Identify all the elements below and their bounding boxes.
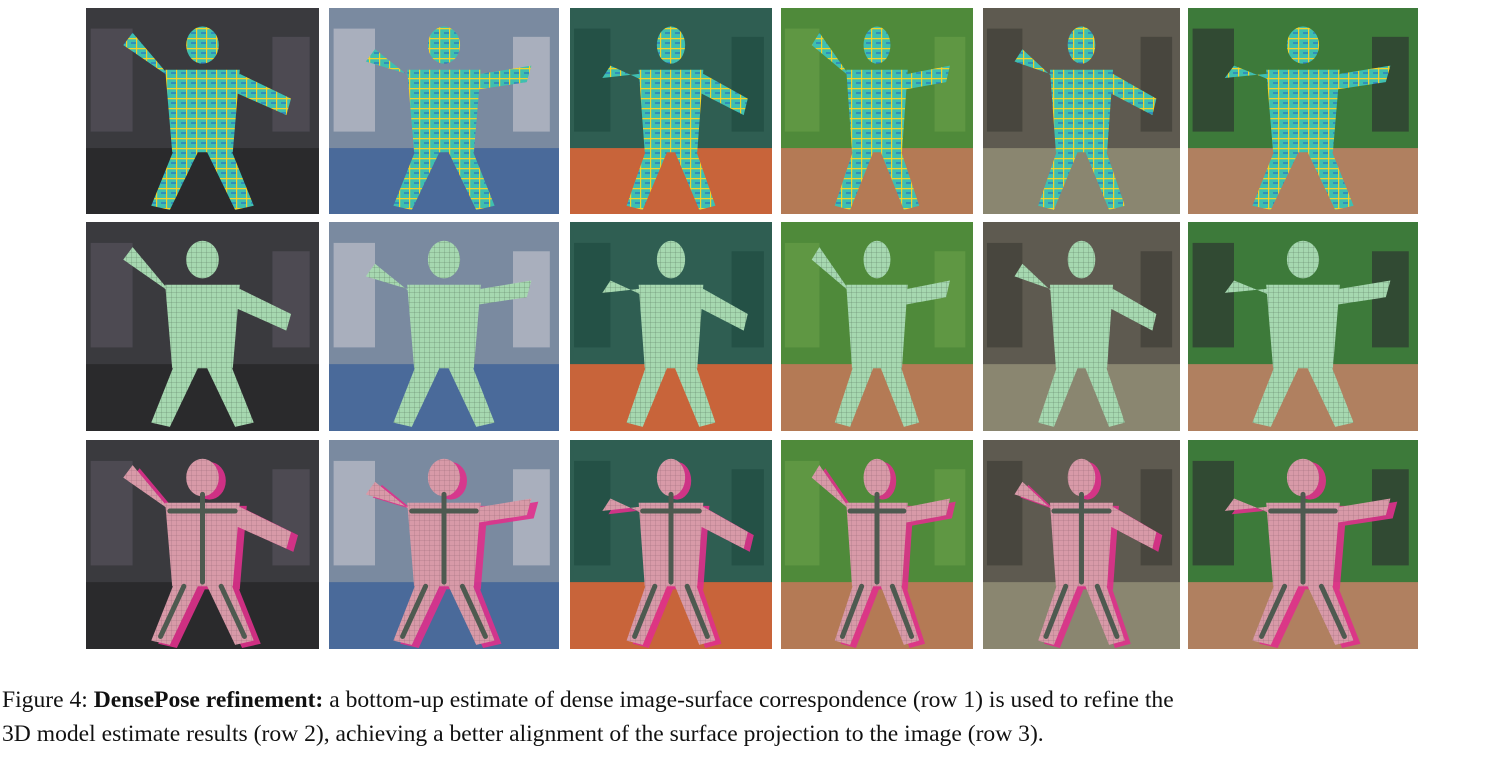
- figure-panel-r1-c5: [983, 8, 1180, 214]
- figure-panel-r3-c5: [983, 440, 1180, 649]
- figure-panel-r2-c2: [329, 222, 559, 431]
- figure-panel-r1-c3: [570, 8, 772, 214]
- caption-line-1-text: a bottom-up estimate of dense image-surf…: [323, 687, 1174, 713]
- figure-panel-r1-c4: [781, 8, 973, 214]
- figure-panel-r2-c5: [983, 222, 1180, 431]
- caption-prefix: Figure 4:: [2, 687, 94, 713]
- caption-line-2: 3D model estimate results (row 2), achie…: [2, 721, 1044, 747]
- figure-panel-r3-c4: [781, 440, 973, 649]
- figure-panel-r2-c3: [570, 222, 772, 431]
- figure-panel-r2-c1: [86, 222, 319, 431]
- figure-panel-r2-c4: [781, 222, 973, 431]
- figure-panel-r1-c6: [1188, 8, 1418, 214]
- figure-panel-r3-c2: [329, 440, 559, 649]
- figure-panel-r3-c3: [570, 440, 772, 649]
- caption-line-1: Figure 4: DensePose refinement: a bottom…: [2, 683, 1502, 717]
- figure-image-grid: [86, 8, 1418, 649]
- figure-panel-r2-c6: [1188, 222, 1418, 431]
- figure-panel-r3-c6: [1188, 440, 1418, 649]
- figure-panel-r1-c1: [86, 8, 319, 214]
- figure-panel-r3-c1: [86, 440, 319, 649]
- figure-panel-r1-c2: [329, 8, 559, 214]
- figure-caption: Figure 4: DensePose refinement: a bottom…: [2, 683, 1502, 751]
- caption-bold-title: DensePose refinement:: [93, 687, 324, 713]
